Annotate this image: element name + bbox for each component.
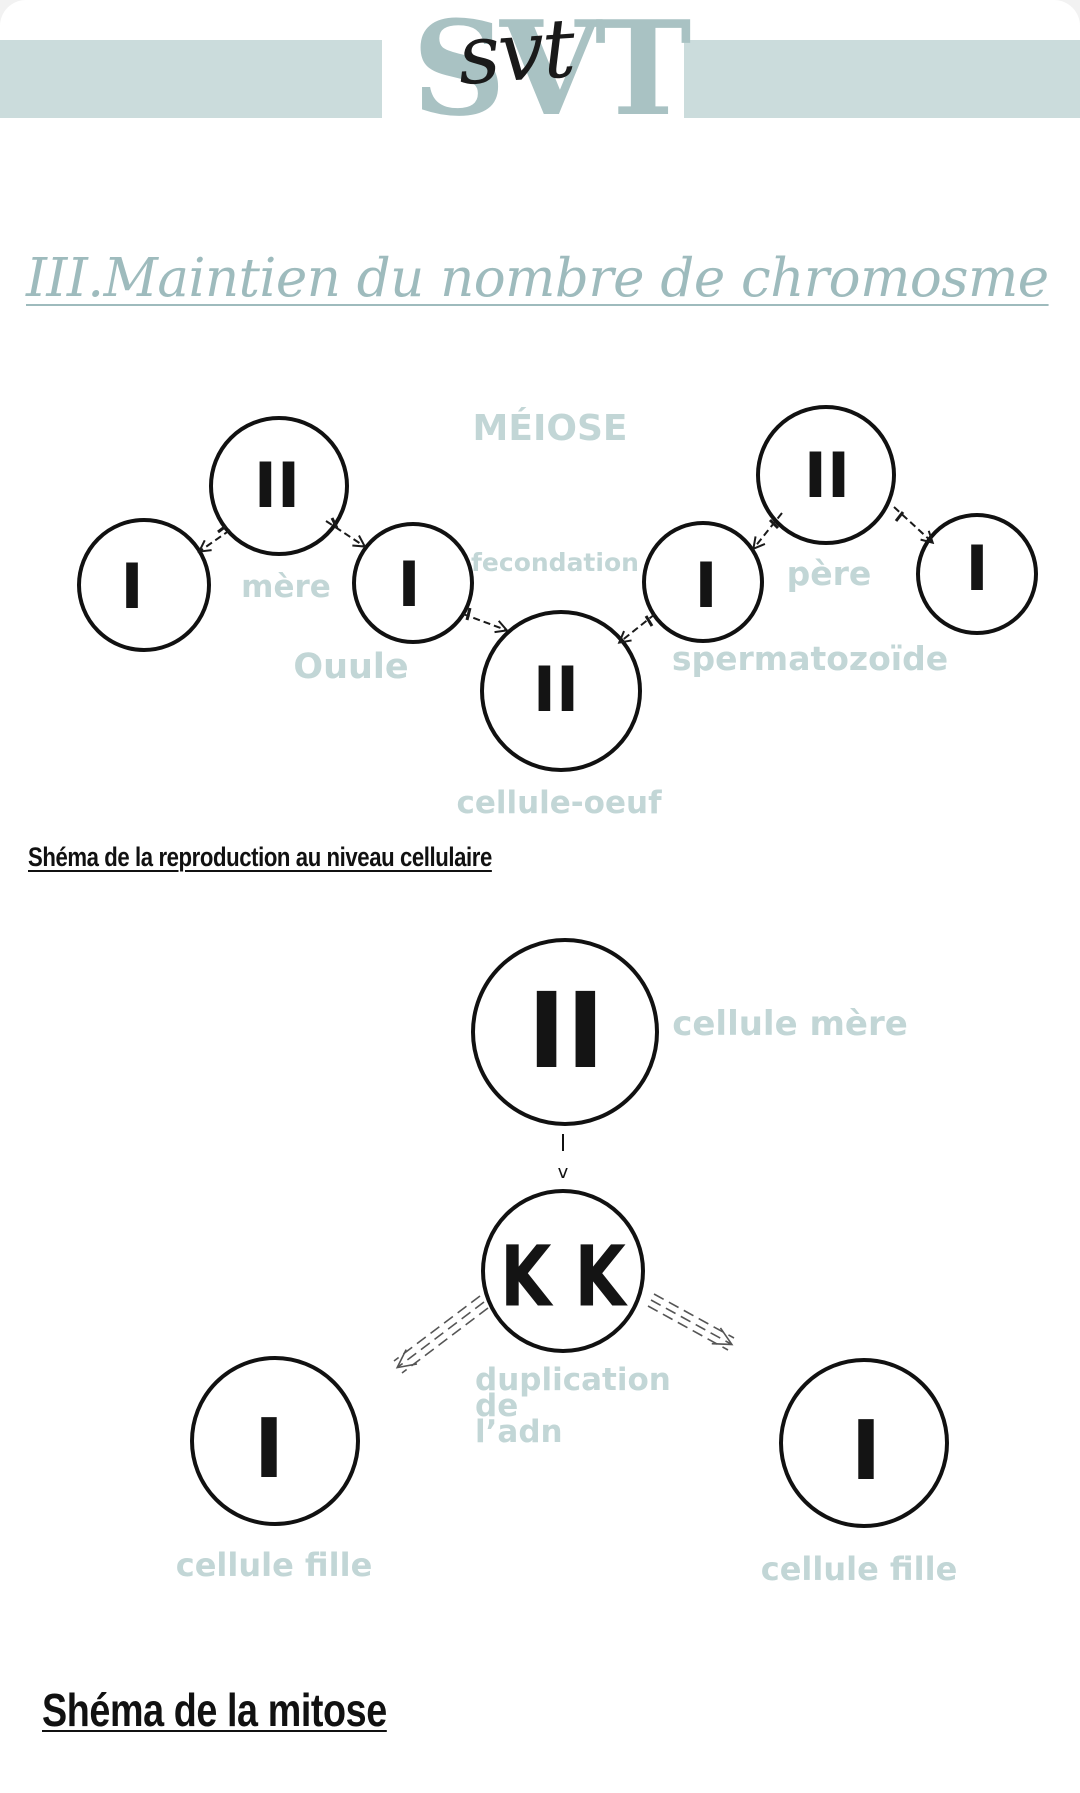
label-father: père (787, 554, 872, 593)
logo-block-text: SVT (412, 0, 691, 145)
cell-sperm-outer (916, 513, 1038, 635)
label-sperm: spermatozoïde (672, 639, 948, 678)
label-daughter-left: cellule fille (176, 1546, 373, 1584)
chromosome-daughter-right: I (851, 1404, 882, 1499)
caption-reproduction: Shéma de la reproduction au niveau cellu… (28, 842, 492, 872)
label-fecondation: fecondation (471, 548, 639, 577)
chromosome-daughter-left: I (254, 1402, 285, 1497)
mitosis-connector-arrow: v (558, 1162, 569, 1183)
caption-mitosis: Shéma de la mitose (42, 1684, 387, 1736)
cell-father (756, 405, 896, 545)
cell-sperm-inner (642, 521, 764, 643)
cell-mitosis-mother (471, 938, 659, 1126)
cell-egg (480, 610, 642, 772)
cell-daughter-left (190, 1356, 360, 1526)
arrow-sperm-to-egg (620, 613, 656, 642)
label-egg-cell: cellule-oeuf (456, 785, 662, 821)
label-mother: mère (241, 569, 331, 605)
section-title: III.Maintien du nombre de chromosme (26, 248, 1049, 309)
chromosome-ovule-inner: I (397, 548, 420, 621)
meiosis-title: MÉIOSE (473, 407, 628, 449)
chromosome-sperm-outer: I (965, 532, 988, 605)
chromosome-father: II (804, 439, 850, 512)
arrow-to-right-daughter (650, 1299, 734, 1346)
meiosis-arrows (200, 506, 932, 642)
mitosis-arrows (393, 1293, 735, 1374)
cell-ovule-inner (352, 522, 474, 644)
arrow-mother-to-ovule (200, 529, 231, 551)
label-duplication-3: l’adn (475, 1414, 563, 1450)
header-band-left (0, 40, 382, 118)
chromosome-mitosis-duplicated: K K (500, 1228, 629, 1326)
arrow-mother-to-ovule-inner (325, 520, 364, 546)
label-daughter-right: cellule fille (761, 1550, 958, 1588)
chromosome-ovule-outer: I (120, 550, 143, 623)
chromosome-egg: II (533, 653, 579, 726)
arrow-ovule-to-egg (462, 613, 506, 630)
label-mother-cell: cellule mère (672, 1004, 908, 1044)
arrow-to-left-daughter (395, 1301, 485, 1369)
label-ovule: Ouule (293, 647, 408, 687)
chromosome-sperm-inner: I (694, 549, 717, 622)
cell-mother (209, 416, 349, 556)
label-duplication-2: de (475, 1388, 518, 1424)
cell-daughter-right (779, 1358, 949, 1528)
cell-mitosis-duplicated (481, 1189, 645, 1353)
arrow-father-to-sperm-outer (893, 506, 932, 542)
arrow-father-to-sperm-inner (754, 512, 783, 548)
header-band-right (684, 40, 1080, 118)
chromosome-mitosis-mother: II (527, 970, 604, 1092)
label-duplication-1: duplication (475, 1362, 671, 1398)
chromosome-mother: II (254, 449, 300, 522)
cell-ovule-outer (77, 518, 211, 652)
